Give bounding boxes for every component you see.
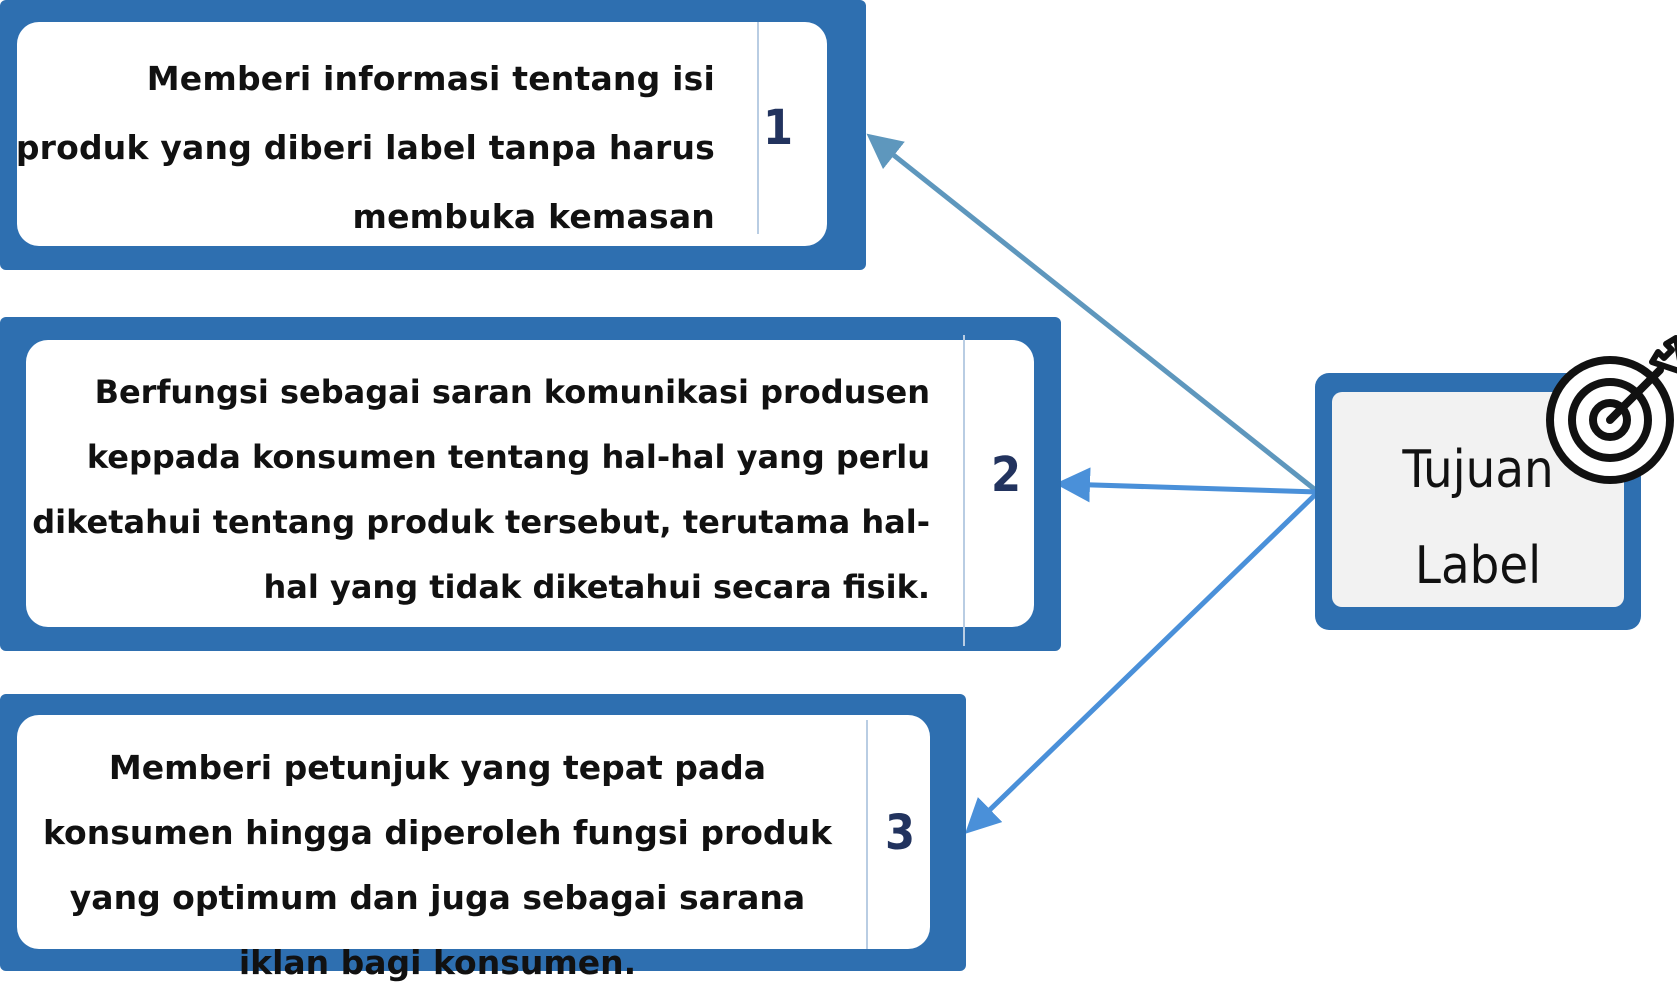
item-number-1: 1 [762, 100, 794, 156]
arrows [866, 133, 1320, 834]
item-number-3: 3 [884, 805, 916, 861]
item-text-3: Memberi petunjuk yang tepat pada konsume… [42, 748, 832, 982]
center-card-inner: Tujuan Label [1332, 392, 1624, 607]
arrow-to-item-1 [866, 133, 1320, 494]
item-card-1 [0, 0, 866, 270]
center-title-line-2: Label [1414, 536, 1542, 596]
arrow-to-item-2 [1055, 467, 1319, 503]
item-number-2: 2 [990, 447, 1022, 503]
item-text-2: Berfungsi sebagai saran komunikasi produ… [32, 373, 930, 606]
item-card-3 [0, 694, 966, 971]
center-title: Tujuan Label [1332, 422, 1624, 614]
center-title-line-1: Tujuan [1402, 440, 1554, 500]
center-card: Tujuan Label [1315, 373, 1641, 630]
item-card-2 [0, 317, 1061, 651]
arrow-to-item-3 [964, 490, 1320, 834]
item-text-1: Memberi informasi tentang isi produk yan… [15, 59, 715, 236]
